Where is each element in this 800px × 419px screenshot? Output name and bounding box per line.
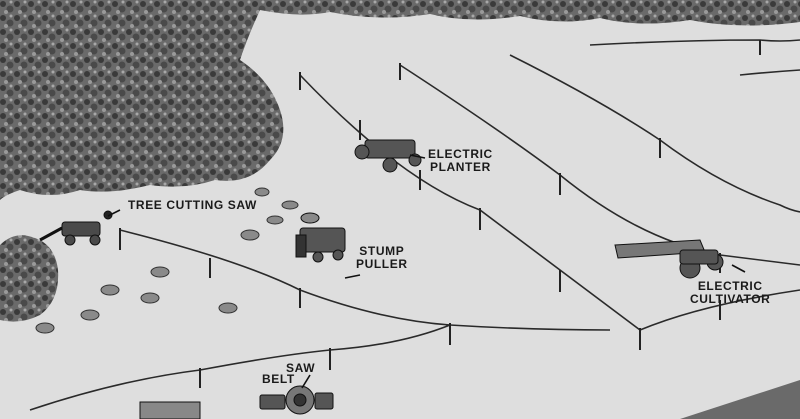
planter-label-line2: PLANTER bbox=[429, 160, 491, 174]
poles bbox=[119, 40, 761, 388]
belt-label: BELT bbox=[262, 373, 295, 386]
stumps bbox=[35, 187, 299, 334]
saw-label-text: SAW bbox=[286, 361, 316, 375]
label-arrows bbox=[107, 154, 746, 389]
belt-saw-machine bbox=[139, 385, 334, 419]
tree-saw-label: TREE CUTTING SAW bbox=[128, 199, 257, 212]
planter-label: ELECTRIC PLANTER bbox=[428, 148, 493, 174]
planter-machine bbox=[354, 139, 422, 173]
tree-saw-label-text: TREE CUTTING SAW bbox=[128, 198, 257, 212]
tree-saw-machine bbox=[39, 210, 113, 246]
belt-label-text: BELT bbox=[262, 372, 295, 386]
stump-puller-label-line2: PULLER bbox=[356, 257, 408, 271]
stump-puller-label-line1: STUMP bbox=[359, 244, 405, 258]
cultivator-machine bbox=[614, 239, 724, 279]
cultivator-label-line2: CULTIVATOR bbox=[690, 292, 771, 306]
far-treeline bbox=[260, 0, 800, 26]
building-corner bbox=[680, 380, 800, 419]
stump-puller-label: STUMP PULLER bbox=[356, 245, 408, 271]
forest bbox=[0, 0, 284, 200]
power-lines bbox=[29, 39, 800, 411]
bush bbox=[0, 235, 59, 322]
cultivator-label-line1: ELECTRIC bbox=[697, 279, 763, 293]
stump-puller-machine bbox=[295, 212, 346, 263]
cultivator-label: ELECTRIC CULTIVATOR bbox=[690, 280, 770, 306]
planter-label-line1: ELECTRIC bbox=[428, 147, 493, 161]
saw-label: SAW bbox=[286, 362, 315, 375]
